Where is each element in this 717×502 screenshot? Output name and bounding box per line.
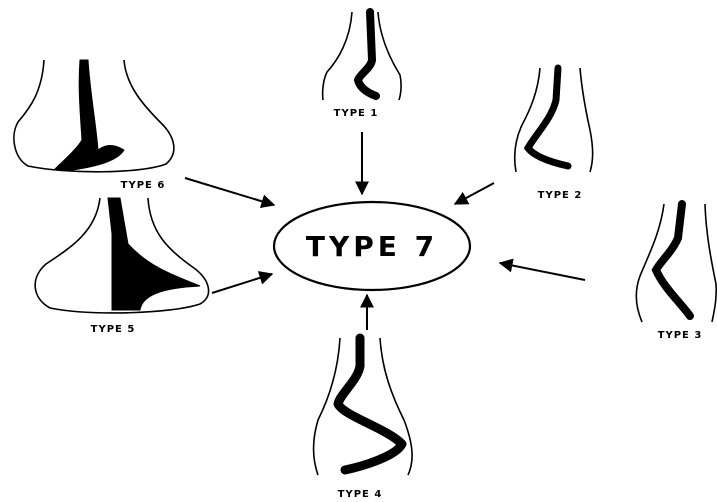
type-6-label: TYPE 6 xyxy=(121,180,166,191)
type-3-canal xyxy=(651,200,694,320)
type-3-outline-right xyxy=(704,203,717,323)
type-5-canal xyxy=(107,197,201,311)
type-6-canal xyxy=(52,59,125,171)
type-7-center: TYPE 7 xyxy=(272,200,472,292)
type-5-figure: TYPE 5 xyxy=(34,197,210,335)
type-4-figure: TYPE 4 xyxy=(312,333,413,500)
arrow-from-type-2 xyxy=(453,182,495,205)
type-2-canal xyxy=(523,64,572,170)
arrow-from-type-5 xyxy=(211,271,274,294)
type-1-canal xyxy=(353,8,380,100)
type-7-label: TYPE 7 xyxy=(306,230,438,263)
type-5-outline xyxy=(34,197,210,314)
type-6-outline xyxy=(13,59,175,173)
type-4-outline xyxy=(312,337,341,476)
type-2-figure: TYPE 2 xyxy=(513,64,594,201)
type-2-outline xyxy=(513,67,541,173)
type-2-outline-right xyxy=(579,67,594,173)
arrow-from-type-6 xyxy=(184,177,276,209)
type-4-outline-right xyxy=(379,337,413,476)
arrows xyxy=(184,132,586,330)
type-1-outline xyxy=(321,11,353,101)
type-1-outline-right xyxy=(377,11,402,101)
type-6-figure: TYPE 6 xyxy=(13,59,175,191)
type-3-figure: TYPE 3 xyxy=(635,200,717,341)
type-2-label: TYPE 2 xyxy=(538,190,583,201)
type-5-label: TYPE 5 xyxy=(91,324,136,335)
arrow-from-type-3 xyxy=(498,258,586,281)
type-4-canal xyxy=(333,333,407,475)
type-7-ellipse xyxy=(272,200,472,292)
type-1-label: TYPE 1 xyxy=(334,108,379,119)
type-3-label: TYPE 3 xyxy=(658,330,703,341)
type-4-label: TYPE 4 xyxy=(338,489,383,500)
type-1-figure: TYPE 1 xyxy=(321,8,402,119)
type-3-outline xyxy=(635,203,665,323)
